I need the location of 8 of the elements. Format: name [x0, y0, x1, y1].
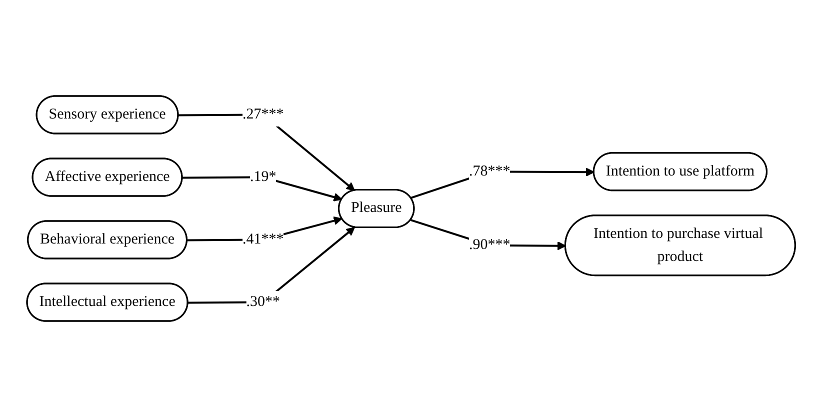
edge-label: .41*** [242, 231, 284, 248]
edge-label: .90*** [468, 237, 510, 254]
edge-label: .78*** [468, 163, 510, 180]
arrow [178, 114, 355, 191]
edge-label: .19* [250, 168, 276, 185]
edge-label: .30** [246, 294, 280, 310]
edge-label: .27*** [242, 106, 284, 122]
arrow [188, 227, 355, 304]
